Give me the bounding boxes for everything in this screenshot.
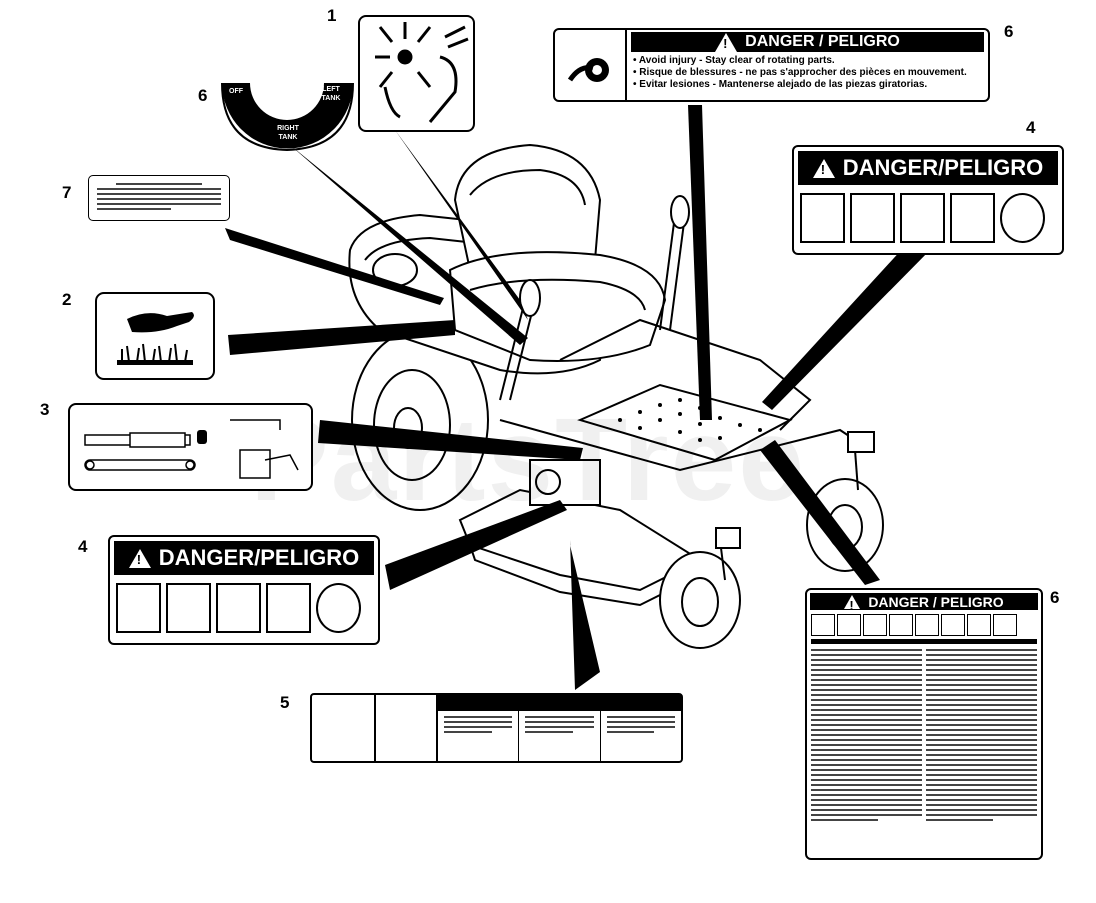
- warning-text-columns: [807, 646, 1041, 824]
- label-5-deflector-decal: [310, 693, 683, 763]
- rotating-parts-icon: [555, 30, 627, 100]
- callout-2: 2: [62, 290, 72, 309]
- fuel-off-label: OFF: [229, 88, 243, 95]
- no-passenger-icon: [1000, 193, 1045, 243]
- watermark: PartsTree: [250, 394, 806, 526]
- hand-blade-icon: [116, 583, 161, 633]
- lever-diagram-icon: [84, 419, 299, 479]
- bystander-icon: [889, 614, 913, 636]
- thrown-object-icon: [915, 614, 939, 636]
- thrown-object-icon: [312, 695, 376, 761]
- deflector-icon: [376, 695, 438, 761]
- hand-fan-icon: [375, 22, 469, 123]
- warning-line-fr: • Risque de blessures - ne pas s'approch…: [633, 67, 967, 78]
- slope-icon: [993, 614, 1017, 636]
- callout-7: 7: [62, 183, 72, 202]
- fuel-selector-decal: [221, 82, 354, 152]
- warning-line-es: • Evitar lesiones - Mantenerse alejado d…: [633, 79, 928, 90]
- manual-icon: [837, 614, 861, 636]
- no-passenger-icon: [316, 583, 361, 633]
- callout-6-big: 6: [1050, 588, 1060, 607]
- danger-header: DANGER/PELIGRO: [842, 155, 1044, 180]
- label-6-operator-danger-decal: DANGER / PELIGRO: [805, 588, 1043, 860]
- callout-5: 5: [280, 693, 290, 712]
- fuel-left-label: LEFT TANK: [321, 86, 341, 102]
- callout-4-left: 4: [78, 537, 88, 556]
- callout-3: 3: [40, 400, 50, 419]
- alert-icon: [811, 614, 835, 636]
- thrown-object-icon: [850, 193, 895, 243]
- bystander-distance-icon: [900, 193, 945, 243]
- thrown-object-icon: [166, 583, 211, 633]
- label-7-text-decal: [88, 175, 230, 221]
- slope-icon: [266, 583, 311, 633]
- hand-grass-icon: [117, 312, 194, 365]
- fuel-right-label: RIGHT TANK: [277, 125, 299, 141]
- warning-triangle-icon: [812, 158, 835, 178]
- callout-6-fuel: 6: [198, 86, 208, 105]
- label-3-instruction-decal: [68, 403, 313, 491]
- bystander-distance-icon: [216, 583, 261, 633]
- label-6-rotating-parts-danger: DANGER / PELIGRO • Avoid injury - Stay c…: [553, 28, 990, 102]
- label-4-danger-right: DANGER/PELIGRO: [792, 145, 1064, 255]
- passenger-icon: [967, 614, 991, 636]
- label-2-grass-pictogram: [95, 292, 215, 380]
- warning-triangle-icon: [128, 548, 151, 568]
- warning-triangle-icon: [715, 32, 738, 52]
- callout-4-right: 4: [1026, 118, 1036, 137]
- hand-blade-icon: [800, 193, 845, 243]
- label-1-pictogram: [358, 15, 475, 132]
- warning-line-en: • Avoid injury - Stay clear of rotating …: [633, 55, 835, 66]
- label-4-danger-left: DANGER/PELIGRO: [108, 535, 380, 645]
- warning-triangle-icon: [844, 594, 861, 613]
- callout-1: 1: [327, 6, 337, 25]
- leader-lines: [225, 105, 935, 690]
- callout-6-top: 6: [1004, 22, 1014, 41]
- danger-header: DANGER/PELIGRO: [158, 545, 360, 570]
- rollover-icon: [941, 614, 965, 636]
- danger-header: DANGER / PELIGRO: [868, 593, 1004, 610]
- danger-header: DANGER / PELIGRO: [745, 33, 900, 50]
- key-icon: [863, 614, 887, 636]
- pictogram-row: [807, 613, 1041, 637]
- slope-icon: [950, 193, 995, 243]
